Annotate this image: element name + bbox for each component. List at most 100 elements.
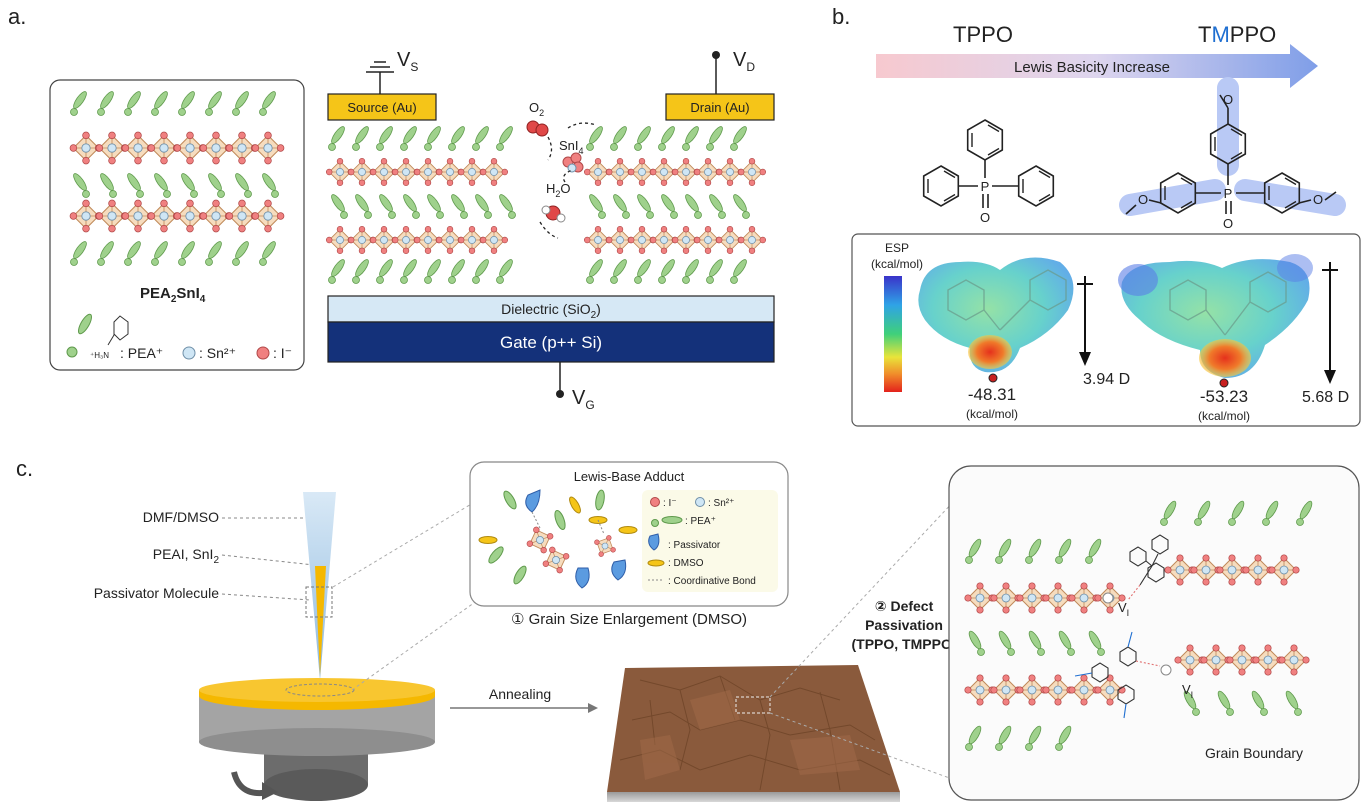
compound-formula: PEA2SnI4 <box>140 285 206 305</box>
adduct-legend-passivator <box>648 533 660 551</box>
tmppo-o-atom: O <box>1223 216 1233 231</box>
adduct-legend-i-text: : I⁻ <box>663 498 677 509</box>
adduct-legend-pea-text: : PEA⁺ <box>685 516 716 527</box>
pea-cation <box>709 194 723 212</box>
vg-label: VG <box>572 387 595 412</box>
legend-pea-text: : PEA⁺ <box>120 345 163 361</box>
legend-i-ball <box>256 346 270 360</box>
tmppo-dipole-head <box>1324 370 1336 384</box>
pea-cation-ball <box>965 556 973 564</box>
pea-cation-ball <box>151 258 159 266</box>
legend-pea-structure <box>107 315 129 346</box>
pea-cation-ball <box>1160 518 1168 526</box>
panel-a-label: a. <box>8 4 26 29</box>
tppo-esp-map <box>918 257 1074 383</box>
h2o-label: H2O <box>546 181 571 199</box>
pea-cation-ball <box>190 190 198 198</box>
adduct-legend-pea-ball <box>651 519 659 527</box>
pea-cation <box>355 259 369 277</box>
pea-cation-ball <box>1260 708 1268 716</box>
ink-label-peai: PEAI, SnI2 <box>153 546 220 566</box>
lewis-basicity-label: Lewis Basicity Increase <box>1014 59 1170 76</box>
pea-cation-ball <box>97 108 105 116</box>
adduct-legend-bond-text: : Coordinative Bond <box>668 576 756 587</box>
sni4-release-arrow <box>562 169 573 183</box>
zoom-line-2 <box>351 599 479 691</box>
pea-cation-ball <box>634 276 642 284</box>
legend-pea-ball <box>66 346 78 358</box>
pea-cation-ball <box>259 258 267 266</box>
adduct-legend-bg <box>642 490 778 592</box>
tppo-o-atom: O <box>980 210 990 225</box>
tmppo-esp-value: -53.23 <box>1200 387 1248 406</box>
pea-cation-ball <box>586 143 594 151</box>
tmppo-dipole-value: 5.68 D <box>1302 389 1349 406</box>
step2-line3: (TPPO, TMPPO) <box>852 636 957 652</box>
legend-i-text: : I⁻ <box>273 345 292 361</box>
vd-label: VD <box>733 49 755 74</box>
pea-cation-ball <box>217 190 225 198</box>
pea-cation <box>613 194 627 212</box>
gate-layer <box>327 321 775 363</box>
zoom-region-grain <box>735 696 771 714</box>
drain-label: Drain (Au) <box>690 100 749 115</box>
pea-cation-ball <box>730 276 738 284</box>
pea-cation-ball <box>400 276 408 284</box>
pea-cation-ball <box>694 211 702 219</box>
tppo-esp-unit: (kcal/mol) <box>966 407 1018 421</box>
pea-cation-ball <box>136 190 144 198</box>
tmppo-esp-map <box>1118 254 1313 388</box>
esp-title: ESP <box>885 241 909 255</box>
zoom-line-4 <box>769 712 956 781</box>
dielectric-label: Dielectric (SiO2) <box>501 301 601 321</box>
inset-legend: ⁺H₃N : PEA⁺ : Sn²⁺ : I⁻ <box>66 313 292 361</box>
pea-cation-ball <box>586 276 594 284</box>
source-label: Source (Au) <box>347 100 416 115</box>
legend-sn-ball <box>182 346 196 360</box>
legend-sn-text: : Sn²⁺ <box>199 345 236 361</box>
adduct-legend-sn <box>695 497 705 507</box>
o2-arrow <box>547 136 553 161</box>
pea-cation-ball <box>742 211 750 219</box>
pea-cation <box>499 194 513 212</box>
pea-cation-ball <box>124 258 132 266</box>
tppo-p-atom: P <box>981 179 990 194</box>
pea-cation <box>709 259 723 277</box>
pea-cation <box>613 126 627 144</box>
step2-line1: ② Defect <box>875 598 934 614</box>
pea-cation-ball <box>436 211 444 219</box>
pea-cation-ball <box>178 258 186 266</box>
pea-cation-ball <box>460 211 468 219</box>
tppo-title: TPPO <box>953 22 1013 47</box>
sn-i-octahedron <box>737 157 767 187</box>
pea-cation-ball <box>163 190 171 198</box>
tmppo-o-top: O <box>1223 92 1233 107</box>
pea-cation <box>661 126 675 144</box>
pea-cation <box>661 194 675 212</box>
pea-cation-ball <box>1085 556 1093 564</box>
pea-cation-ball <box>328 143 336 151</box>
pea-cation-ball <box>1228 518 1236 526</box>
pea-cation-ball <box>1226 708 1234 716</box>
pea-cation-ball <box>682 276 690 284</box>
h2o-arrow <box>539 221 559 239</box>
pea-cation-ball <box>977 648 985 656</box>
tmppo-title: TMPPO <box>1198 22 1276 47</box>
pea-cation-ball <box>682 143 690 151</box>
tmppo-o-left: O <box>1138 192 1148 207</box>
gate-label: Gate (p++ Si) <box>500 333 602 352</box>
pea-cation <box>427 126 441 144</box>
pea-cation <box>355 194 369 212</box>
lewis-base-adduct-box: Lewis-Base Adduct : I⁻ : Sn²⁺ <box>469 461 789 607</box>
step1-label: ① Grain Size Enlargement (DMSO) <box>511 611 747 628</box>
pea-cation <box>427 194 441 212</box>
sn-i-octahedron <box>479 157 509 187</box>
tppo-structure: P O <box>922 119 1055 225</box>
pea-cation <box>709 126 723 144</box>
pea-cation <box>403 194 417 212</box>
pea-cation-ball <box>1296 518 1304 526</box>
pea-cation-ball <box>646 211 654 219</box>
pea-cation-ball <box>718 211 726 219</box>
leader-passivator <box>221 593 311 601</box>
step2-line2: Passivation <box>865 617 943 633</box>
